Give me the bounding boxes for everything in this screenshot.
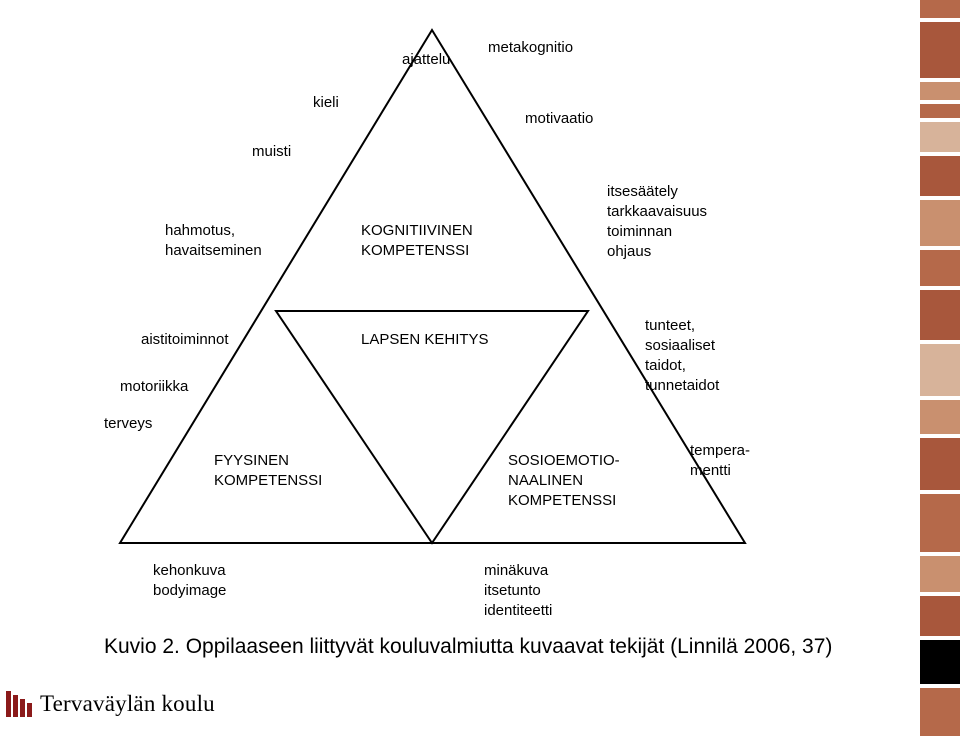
label-tunteet-line2: sosiaaliset <box>645 336 719 356</box>
strip-block <box>920 250 960 286</box>
label-kieli: kieli <box>313 93 339 113</box>
label-itsesaately-line3: toiminnan <box>607 222 707 242</box>
socioemotional-competence-title: SOSIOEMOTIO- NAALINEN KOMPETENSSI <box>508 451 620 511</box>
strip-block <box>920 556 960 592</box>
development-triangle-diagram <box>0 0 920 640</box>
center-title: LAPSEN KEHITYS <box>361 330 489 350</box>
cognitive-competence-title: KOGNITIIVINEN KOMPETENSSI <box>361 221 473 261</box>
socio-title-line3: KOMPETENSSI <box>508 491 620 511</box>
strip-block <box>920 200 960 246</box>
label-kehonkuva-line1: kehonkuva <box>153 561 226 581</box>
decorative-side-strip <box>920 0 960 736</box>
figure-caption: Kuvio 2. Oppilaaseen liittyvät kouluvalm… <box>104 634 832 660</box>
label-minakuva-line3: identiteetti <box>484 601 552 621</box>
label-tunteet: tunteet, sosiaaliset taidot, tunnetaidot <box>645 316 719 396</box>
strip-block <box>920 494 960 552</box>
socio-title-line2: NAALINEN <box>508 471 620 491</box>
label-tunteet-line4: tunnetaidot <box>645 376 719 396</box>
tervavayla-logo-mark-icon <box>6 689 34 719</box>
strip-block <box>920 400 960 434</box>
label-kehonkuva: kehonkuva bodyimage <box>153 561 226 601</box>
label-tunteet-line3: taidot, <box>645 356 719 376</box>
label-temperamentti: tempera- mentti <box>690 441 750 481</box>
label-ajattelu: ajattelu <box>402 50 450 70</box>
strip-block <box>920 104 960 118</box>
logo-text: Tervaväylän koulu <box>40 691 215 717</box>
label-motoriikka: motoriikka <box>120 377 188 397</box>
physical-title-line1: FYYSINEN <box>214 451 322 471</box>
physical-title-line2: KOMPETENSSI <box>214 471 322 491</box>
label-itsesaately: itsesäätely tarkkaavaisuus toiminnan ohj… <box>607 182 707 262</box>
physical-competence-title: FYYSINEN KOMPETENSSI <box>214 451 322 491</box>
school-logo: Tervaväylän koulu <box>6 686 215 722</box>
cognitive-title-line2: KOMPETENSSI <box>361 241 473 261</box>
label-minakuva-line2: itsetunto <box>484 581 552 601</box>
label-itsesaately-line1: itsesäätely <box>607 182 707 202</box>
label-hahmotus-line2: havaitseminen <box>165 241 262 261</box>
label-muisti: muisti <box>252 142 291 162</box>
label-minakuva: minäkuva itsetunto identiteetti <box>484 561 552 621</box>
label-itsesaately-line4: ohjaus <box>607 242 707 262</box>
label-minakuva-line1: minäkuva <box>484 561 552 581</box>
strip-block <box>920 156 960 196</box>
strip-block <box>920 344 960 396</box>
label-aistitoiminnot: aistitoiminnot <box>141 330 229 350</box>
strip-block <box>920 688 960 736</box>
strip-block <box>920 22 960 78</box>
label-metakognitio: metakognitio <box>488 38 573 58</box>
strip-block <box>920 290 960 340</box>
label-temperamentti-line1: tempera- <box>690 441 750 461</box>
label-terveys: terveys <box>104 414 152 434</box>
cognitive-title-line1: KOGNITIIVINEN <box>361 221 473 241</box>
label-itsesaately-line2: tarkkaavaisuus <box>607 202 707 222</box>
label-temperamentti-line2: mentti <box>690 461 750 481</box>
strip-block <box>920 82 960 100</box>
strip-block <box>920 122 960 152</box>
strip-block <box>920 0 960 18</box>
strip-block <box>920 640 960 684</box>
strip-block <box>920 438 960 490</box>
label-hahmotus: hahmotus, havaitseminen <box>165 221 262 261</box>
label-tunteet-line1: tunteet, <box>645 316 719 336</box>
socio-title-line1: SOSIOEMOTIO- <box>508 451 620 471</box>
strip-block <box>920 596 960 636</box>
label-hahmotus-line1: hahmotus, <box>165 221 262 241</box>
label-motivaatio: motivaatio <box>525 109 593 129</box>
label-kehonkuva-line2: bodyimage <box>153 581 226 601</box>
